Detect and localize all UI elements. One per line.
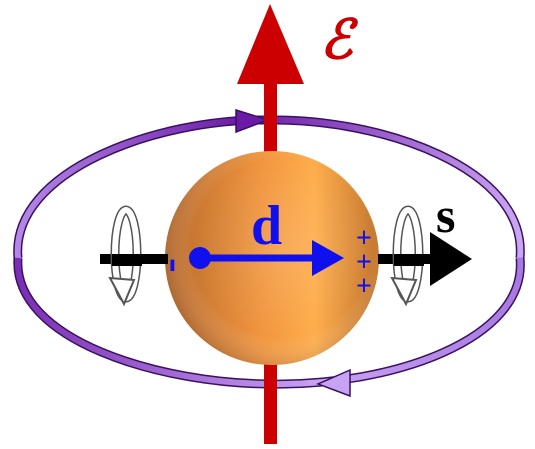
field-arrow-shaft-upper [264,82,277,162]
orbit-arrowhead-bottom [316,368,351,398]
field-label: ℰ [320,7,359,71]
rotation-arrow-icon [390,205,424,307]
field-arrow-shaft-front [264,366,277,444]
positive-charge-sign: + [356,223,372,254]
dipole-origin-dot [189,247,211,269]
spin-axis-head [430,232,472,286]
dipole-arrow-head [312,240,344,276]
dipole-label: d [251,195,282,257]
field-arrow-head [237,4,304,84]
rotation-arrow-icon [108,205,142,307]
orbit-arrowhead-top [235,108,271,134]
negative-charge-sign: - [152,258,201,273]
positive-charge-sign: + [356,271,372,302]
spin-label: s [436,187,455,243]
positive-charge-sign: + [356,247,372,278]
dipole-arrow [189,240,344,276]
